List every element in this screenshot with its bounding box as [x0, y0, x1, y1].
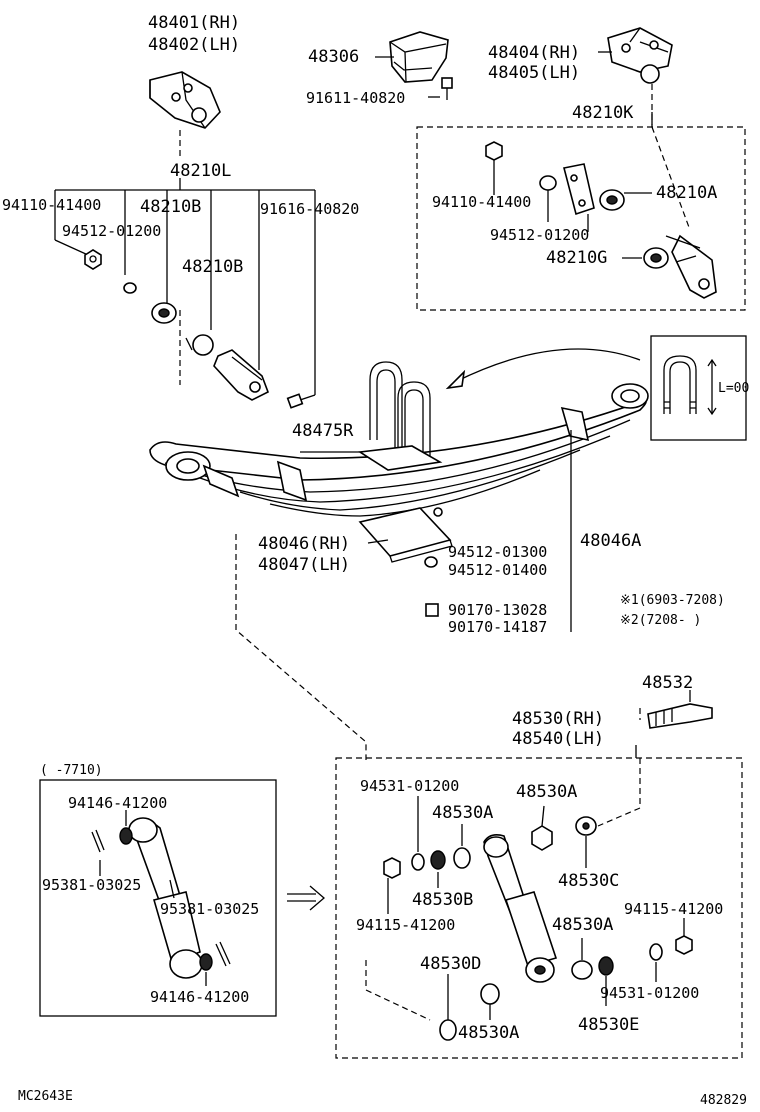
shackle-bushing-right: [599, 189, 625, 211]
label-48046: 48046(RH): [258, 534, 350, 554]
note-1: ※1(6903-7208): [620, 593, 725, 608]
ubolt-detail-inset: [650, 335, 747, 441]
label-95381-right: 95381-03025: [160, 900, 259, 918]
note-2: ※2(7208- ): [620, 613, 701, 628]
shackle-nut-left: [84, 249, 102, 270]
bushing-hardware-upper: [383, 816, 597, 879]
label-90170-14187: 90170-14187: [448, 618, 547, 636]
label-48404: 48404(RH): [488, 43, 580, 63]
shock-absorber-kit-box: [335, 745, 743, 1059]
ubolt-nut-94512: [424, 556, 438, 568]
u-bolts: [357, 361, 443, 471]
front-hanger-bracket: [149, 71, 221, 129]
label-48402: 48402(LH): [148, 35, 240, 55]
bump-stopper: [389, 31, 449, 83]
label-48530A-4: 48530A: [458, 1023, 519, 1043]
ubolt-nut-90170: [425, 603, 439, 617]
label-48530B: 48530B: [412, 890, 473, 910]
leaf-spring-assembly: [149, 383, 649, 517]
label-48530A-3: 48530A: [552, 915, 613, 935]
shock-leaders: [387, 796, 685, 1020]
label-94110-right: 94110-41400: [432, 193, 531, 211]
label-48530A-2: 48530A: [432, 803, 493, 823]
shackle-nut-right: [485, 141, 503, 161]
diagram-code-right: 482829: [700, 1093, 747, 1108]
shackle-bushing-left: [151, 302, 177, 324]
label-48210L: 48210L: [170, 161, 231, 181]
label-48210B-1: 48210B: [140, 197, 201, 217]
label-94146-bottom: 94146-41200: [150, 988, 249, 1006]
label-48475R: 48475R: [292, 421, 354, 441]
label-94146-top: 94146-41200: [68, 794, 167, 812]
shackle-plate-right: [563, 163, 595, 216]
label-94512-right: 94512-01200: [490, 226, 589, 244]
shackle-bolt-left: [286, 393, 304, 409]
shackle-plate-left: [213, 349, 270, 401]
label-94512-01300: 94512-01300: [448, 543, 547, 561]
label-94110-left: 94110-41400: [2, 196, 101, 214]
shackle-assembly-right: [665, 234, 717, 299]
label-48530: 48530(RH): [512, 709, 604, 729]
inset-range: ( -7710): [40, 763, 103, 778]
label-48210B-2: 48210B: [182, 257, 243, 277]
48210L-leader-tree: [54, 178, 316, 401]
label-91611: 91611-40820: [306, 89, 405, 107]
label-94115-left: 94115-41200: [356, 916, 455, 934]
48210K-kit-box: [416, 112, 746, 311]
label-90170-13028: 90170-13028: [448, 601, 547, 619]
label-48210K: 48210K: [572, 103, 634, 123]
label-94531-bottom: 94531-01200: [600, 984, 699, 1002]
label-94531-top: 94531-01200: [360, 777, 459, 795]
label-94115-right: 94115-41200: [624, 900, 723, 918]
label-94512-left: 94512-01200: [62, 222, 161, 240]
label-48210G: 48210G: [546, 248, 607, 268]
label-ubolt-dim: L=00: [718, 381, 749, 396]
label-48530C: 48530C: [558, 871, 619, 891]
bumper-bolt: [441, 77, 453, 100]
label-48540: 48540(LH): [512, 729, 604, 749]
shock-absorber-main: [483, 834, 558, 983]
spring-bushing-right: [643, 247, 669, 269]
label-48047: 48047(LH): [258, 555, 350, 575]
label-95381-left: 95381-03025: [42, 876, 141, 894]
rear-hanger-bracket: [607, 27, 673, 84]
spring-seat: [358, 507, 453, 563]
label-48306: 48306: [308, 47, 359, 67]
spring-bushing-left: [185, 334, 214, 356]
early-shock-inset-box: [39, 779, 277, 1017]
label-48405: 48405(LH): [488, 63, 580, 83]
label-48046A: 48046A: [580, 531, 641, 551]
lock-washer-right: [539, 175, 557, 191]
label-91616: 91616-40820: [260, 200, 359, 218]
label-48530E: 48530E: [578, 1015, 639, 1035]
label-48530D: 48530D: [420, 954, 481, 974]
label-48210A-top: 48210A: [656, 183, 717, 203]
label-48530A-1: 48530A: [516, 782, 577, 802]
label-48532: 48532: [642, 673, 693, 693]
bushing-hardware-lower: [439, 935, 693, 1041]
label-94512-01400: 94512-01400: [448, 561, 547, 579]
lock-washer-left: [123, 282, 137, 294]
transition-arrow: [287, 885, 325, 911]
diagram-code-left: MC2643E: [18, 1089, 73, 1104]
label-48401: 48401(RH): [148, 13, 240, 33]
shock-mount-stud-48532: [647, 703, 713, 729]
